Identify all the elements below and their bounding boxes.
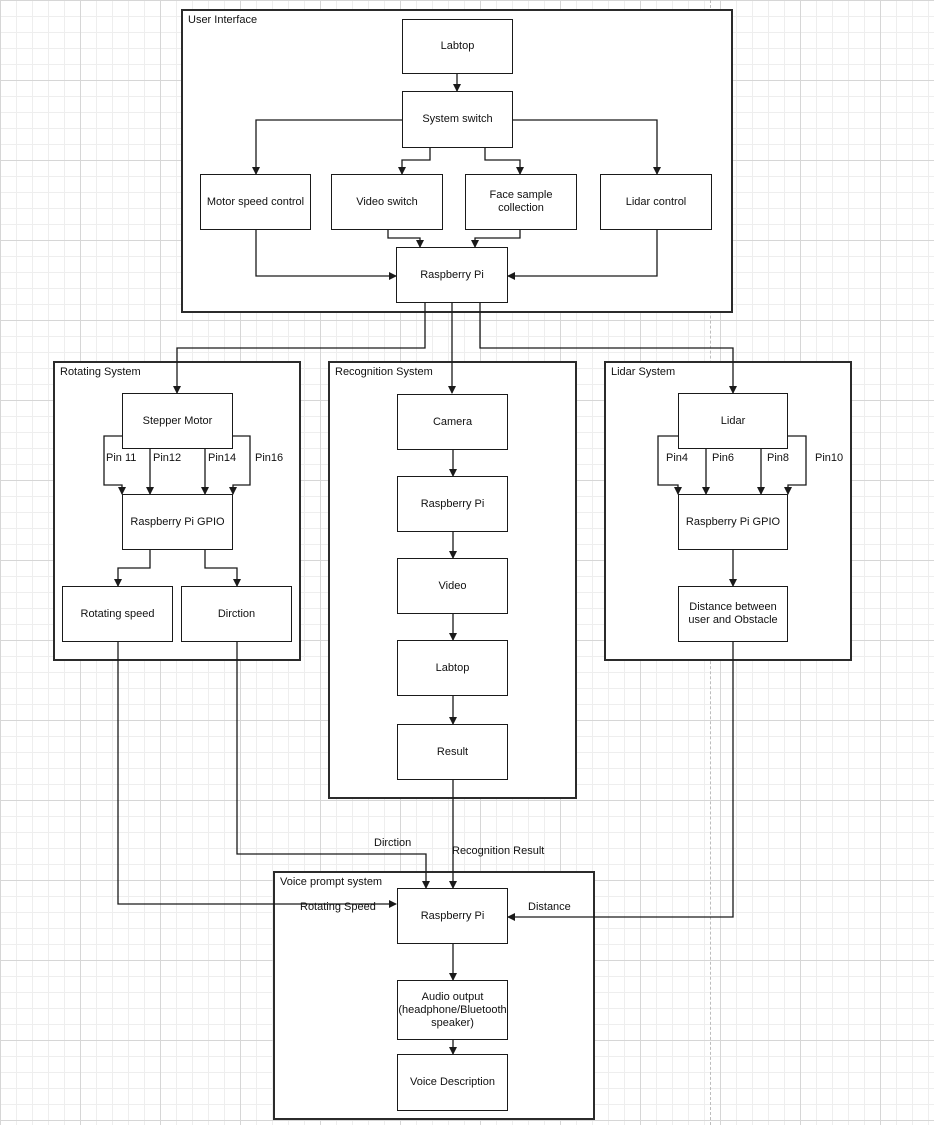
node-camera: Camera: [397, 394, 508, 450]
group-title: Rotating System: [60, 366, 141, 378]
node-raspberry-pi-gpio-rotating: Raspberry Pi GPIO: [122, 494, 233, 550]
group-title: Lidar System: [611, 366, 676, 378]
node-voice-description: Voice Description: [397, 1054, 508, 1111]
edge-label-pin8: Pin8: [767, 452, 790, 464]
node-raspberry-pi-recognition: Raspberry Pi: [397, 476, 508, 532]
node-audio-output: Audio output (headphone/Bluetooth speake…: [397, 980, 508, 1040]
node-direction: Dirction: [181, 586, 292, 642]
node-system-switch: System switch: [402, 91, 513, 148]
node-lidar-control: Lidar control: [600, 174, 712, 230]
edge-label-pin16: Pin16: [255, 452, 284, 464]
node-result: Result: [397, 724, 508, 780]
node-video-switch: Video switch: [331, 174, 443, 230]
node-motor-speed-control: Motor speed control: [200, 174, 311, 230]
edge-label-pin14: Pin14: [208, 452, 237, 464]
edge-label-rotating-speed: Rotating Speed: [300, 901, 376, 913]
group-title: Voice prompt system: [280, 876, 383, 888]
edge-label-dirction: Dirction: [374, 837, 412, 849]
node-raspberry-pi-ui: Raspberry Pi: [396, 247, 508, 303]
node-face-sample-collection: Face sample collection: [465, 174, 577, 230]
edge-label-pin4: Pin4: [666, 452, 689, 464]
node-laptop: Labtop: [402, 19, 513, 74]
node-distance-obstacle: Distance between user and Obstacle: [678, 586, 788, 642]
node-video: Video: [397, 558, 508, 614]
node-stepper-motor: Stepper Motor: [122, 393, 233, 449]
edge-label-recognition-result: Recognition Result: [452, 845, 545, 857]
edge-label-distance: Distance: [528, 901, 571, 913]
node-raspberry-pi-voice: Raspberry Pi: [397, 888, 508, 944]
edge-label-pin6: Pin6: [712, 452, 735, 464]
node-raspberry-pi-gpio-lidar: Raspberry Pi GPIO: [678, 494, 788, 550]
edge-label-pin12: Pin12: [153, 452, 182, 464]
edge-label-pin11: Pin 11: [106, 452, 137, 464]
group-title: User Interface: [188, 14, 258, 26]
node-lidar: Lidar: [678, 393, 788, 449]
node-laptop-recognition: Labtop: [397, 640, 508, 696]
edge-label-pin10: Pin10: [815, 452, 844, 464]
group-title: Recognition System: [335, 366, 433, 378]
node-rotating-speed: Rotating speed: [62, 586, 173, 642]
